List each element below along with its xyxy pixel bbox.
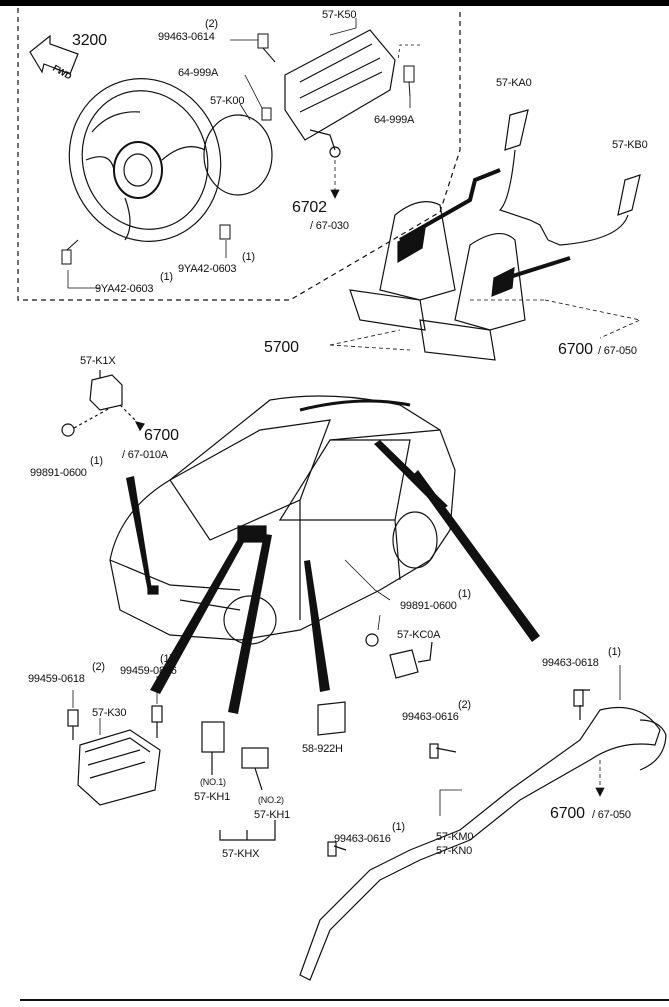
ref-6702[interactable]: 6702 — [292, 199, 327, 216]
steering-wheel-icon — [68, 78, 222, 242]
group-boundary — [17, 8, 461, 301]
sensor-kc0a-icon — [365, 633, 433, 679]
ref-67-050-seats: / 67-050 — [598, 345, 637, 357]
bolt-k3-a-part[interactable]: 99459-0618 — [28, 673, 85, 685]
curtain-airbag-icon — [299, 689, 667, 981]
airbag-cover-icon — [203, 114, 273, 196]
ref-6700-sensor[interactable]: 6700 — [144, 427, 179, 444]
kh-no2-label: (NO.2) — [258, 795, 284, 805]
ref-6700-seats[interactable]: 6700 — [558, 341, 593, 358]
part-57-km0[interactable]: 57-KM0 — [436, 831, 474, 843]
bolt-top-qty: (2) — [205, 18, 218, 30]
bolt-top-part[interactable]: 99463-0614 — [158, 31, 215, 43]
part-57-kb0[interactable]: 57-KB0 — [612, 139, 648, 151]
sdm-module-icon — [67, 705, 163, 806]
bolt-k3-b-part[interactable]: 99459-0816 — [120, 665, 177, 677]
bolt-r-qty: (1) — [608, 646, 621, 658]
ref-3200[interactable]: 3200 — [72, 32, 107, 49]
bolt-wheel-a-part[interactable]: 9YA42-0603 — [178, 263, 237, 275]
sensor-k1x-icon — [61, 370, 145, 437]
nut-a-qty: (1) — [90, 455, 103, 467]
part-57-k00[interactable]: 57-K00 — [210, 95, 245, 107]
top-border — [0, 0, 669, 6]
bolt-k3-b-qty: (1) — [160, 653, 173, 665]
part-57-k1x[interactable]: 57-K1X — [80, 355, 116, 367]
ref-67-050-curtain: / 67-050 — [592, 809, 631, 821]
seats-icon — [349, 201, 526, 361]
bolt-wheel-b-qty: (1) — [160, 271, 173, 283]
pad-icon — [317, 701, 346, 736]
connectors-kh1-icon — [201, 721, 276, 841]
wedge-leaders — [126, 440, 540, 714]
ref-6700-curtain[interactable]: 6700 — [550, 805, 585, 822]
leaders-curtain — [439, 665, 621, 816]
fwd-arrow-icon — [29, 34, 79, 75]
bolt-icons — [61, 33, 415, 265]
leaders-car — [344, 559, 391, 631]
part-57-kn0[interactable]: 57-KN0 — [436, 845, 473, 857]
seat-airbag-harness — [399, 109, 641, 282]
clip-left-part[interactable]: 64-999A — [178, 67, 219, 79]
bolt-d-qty: (1) — [392, 821, 405, 833]
ref-67-030: / 67-030 — [310, 220, 349, 232]
clip-right-part[interactable]: 64-999A — [374, 114, 415, 126]
part-57-kh1-b[interactable]: 57-KH1 — [254, 809, 291, 821]
kh-no1-label: (NO.1) — [200, 777, 226, 787]
leaders-top — [67, 18, 420, 289]
part-57-k50[interactable]: 57-K50 — [322, 9, 357, 21]
part-57-k30[interactable]: 57-K30 — [92, 707, 127, 719]
bolt-d-part[interactable]: 99463-0616 — [334, 833, 391, 845]
part-57-ka0[interactable]: 57-KA0 — [496, 77, 532, 89]
leaders-seats — [329, 299, 642, 351]
bolt-wheel-b-part[interactable]: 9YA42-0603 — [95, 283, 154, 295]
bolt-r-part[interactable]: 99463-0618 — [542, 657, 599, 669]
bolt-k3-a-qty: (2) — [92, 661, 105, 673]
bolt-c-part[interactable]: 99463-0616 — [402, 711, 459, 723]
part-57-kc0a[interactable]: 57-KC0A — [397, 629, 441, 641]
bolt-c-qty: (2) — [458, 699, 471, 711]
ref-67-010a: / 67-010A — [122, 449, 168, 461]
nut-a-part[interactable]: 99891-0600 — [30, 467, 87, 479]
part-57-khx[interactable]: 57-KHX — [222, 848, 260, 860]
driver-airbag-module-icon — [284, 29, 396, 158]
ref-5700[interactable]: 5700 — [264, 339, 299, 356]
leaders-k30 — [72, 676, 158, 735]
nut-b-part[interactable]: 99891-0600 — [400, 600, 457, 612]
bolt-wheel-a-qty: (1) — [242, 251, 255, 263]
nut-b-qty: (1) — [458, 588, 471, 600]
part-58-922h[interactable]: 58-922H — [302, 743, 343, 755]
part-57-kh1-a[interactable]: 57-KH1 — [194, 791, 231, 803]
